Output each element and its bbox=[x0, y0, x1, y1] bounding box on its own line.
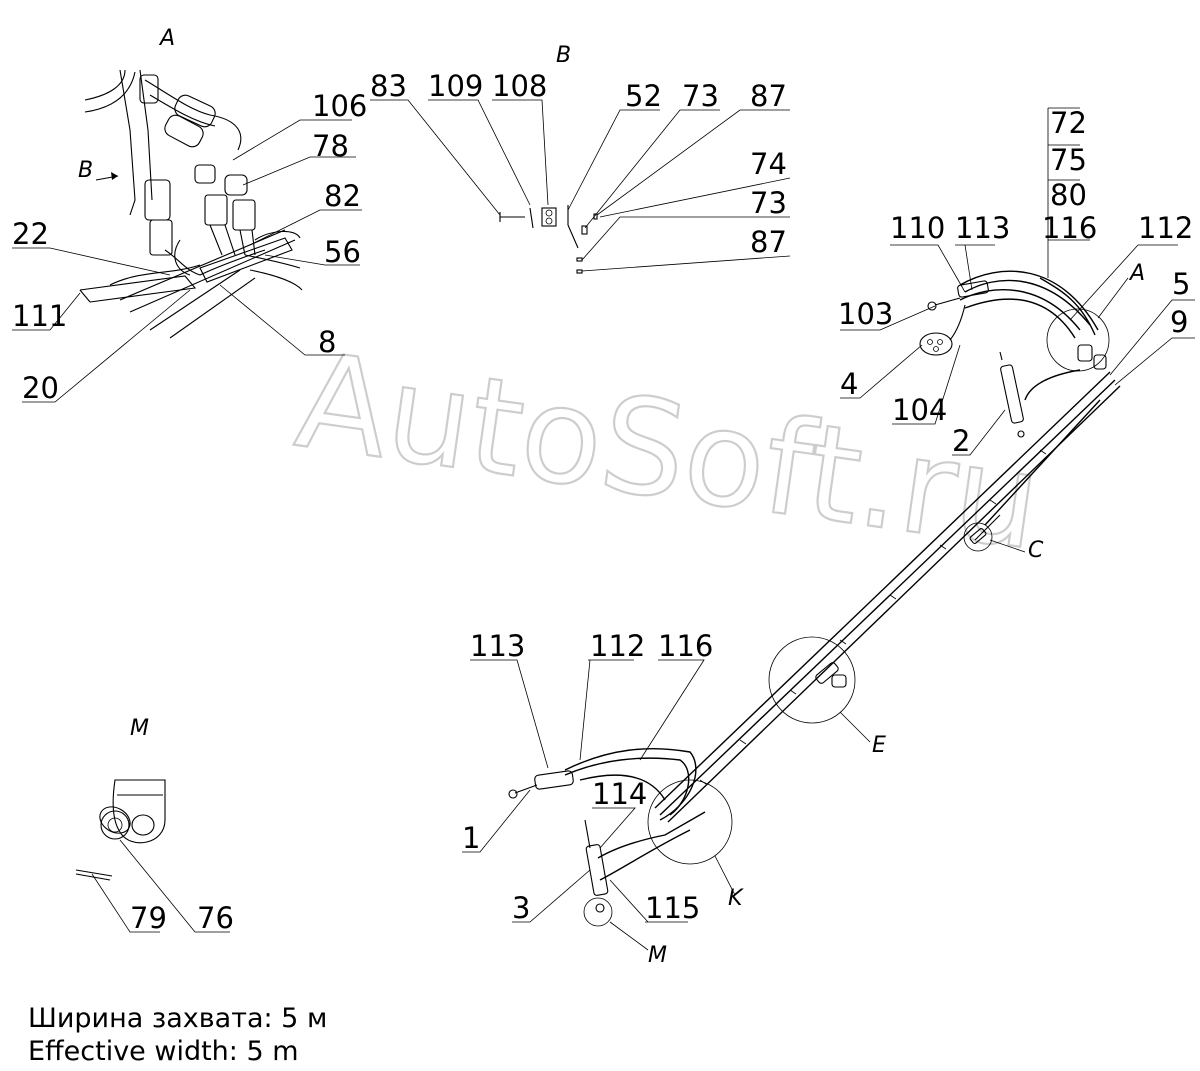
detail-circle-k bbox=[647, 779, 733, 865]
callout-52: 52 bbox=[625, 79, 662, 113]
callout-115: 115 bbox=[645, 891, 700, 925]
callout-22: 22 bbox=[12, 217, 49, 251]
view-label-a: A bbox=[158, 26, 175, 51]
callout-73-top: 73 bbox=[682, 79, 719, 113]
callout-76: 76 bbox=[197, 901, 234, 935]
callout-104: 104 bbox=[892, 393, 947, 427]
detail-circle-a bbox=[1046, 308, 1110, 372]
callout-56: 56 bbox=[324, 235, 361, 269]
callout-79: 79 bbox=[130, 901, 167, 935]
callout-1: 1 bbox=[462, 821, 480, 855]
detail-circle-e bbox=[768, 636, 856, 724]
view-label-b: B bbox=[556, 43, 571, 68]
caption-ru: Ширина захвата: 5 м bbox=[28, 1003, 328, 1034]
main-assembly: A C E K M 72 75 80 116 110 113 112 5 9 1… bbox=[462, 106, 1195, 968]
caption-en: Effective width: 5 m bbox=[28, 1036, 299, 1067]
detail-view-a: A B 106 bbox=[12, 26, 367, 405]
callout-5: 5 bbox=[1172, 267, 1190, 301]
callout-73-bottom: 73 bbox=[750, 186, 787, 220]
callout-103: 103 bbox=[838, 297, 893, 331]
detail-circle-c bbox=[963, 522, 993, 552]
detail-view-b: B 83 109 108 52 73 87 74 73 87 bbox=[370, 43, 791, 274]
callout-116-top: 116 bbox=[1042, 211, 1097, 245]
callout-72: 72 bbox=[1050, 106, 1087, 140]
callout-112-bottom: 112 bbox=[590, 629, 645, 663]
view-label-e: E bbox=[872, 733, 886, 758]
callout-111: 111 bbox=[12, 299, 67, 333]
callout-87-top: 87 bbox=[750, 79, 787, 113]
callout-80: 80 bbox=[1050, 178, 1087, 212]
callout-110: 110 bbox=[890, 211, 945, 245]
callout-83: 83 bbox=[370, 69, 407, 103]
callout-8: 8 bbox=[318, 325, 336, 359]
callout-109: 109 bbox=[428, 69, 483, 103]
view-label-a-main: A bbox=[1128, 261, 1145, 286]
callout-3: 3 bbox=[512, 891, 530, 925]
view-label-b-arrow: B bbox=[78, 158, 93, 183]
view-label-c: C bbox=[1028, 538, 1044, 563]
view-label-m-main: M bbox=[648, 943, 667, 968]
watermark: AutoSoft.ru bbox=[288, 324, 1049, 580]
callout-106: 106 bbox=[312, 89, 367, 123]
callout-116-bottom: 116 bbox=[658, 629, 713, 663]
view-label-m: M bbox=[130, 716, 149, 741]
callout-87-bottom: 87 bbox=[750, 225, 787, 259]
callout-113-top: 113 bbox=[955, 211, 1010, 245]
callout-78: 78 bbox=[312, 129, 349, 163]
callout-82: 82 bbox=[324, 179, 361, 213]
callout-2: 2 bbox=[952, 424, 970, 458]
callout-9: 9 bbox=[1170, 305, 1188, 339]
detail-view-m: M 79 76 bbox=[75, 716, 234, 935]
callout-75: 75 bbox=[1050, 143, 1087, 177]
callout-4: 4 bbox=[840, 367, 858, 401]
callout-20: 20 bbox=[22, 371, 59, 405]
detail-circle-m bbox=[583, 897, 613, 927]
callout-112-top: 112 bbox=[1138, 211, 1193, 245]
callout-74: 74 bbox=[750, 147, 787, 181]
callout-108: 108 bbox=[492, 69, 547, 103]
view-label-k: K bbox=[728, 886, 744, 911]
callout-114: 114 bbox=[592, 777, 647, 811]
callout-113-bottom: 113 bbox=[470, 629, 525, 663]
